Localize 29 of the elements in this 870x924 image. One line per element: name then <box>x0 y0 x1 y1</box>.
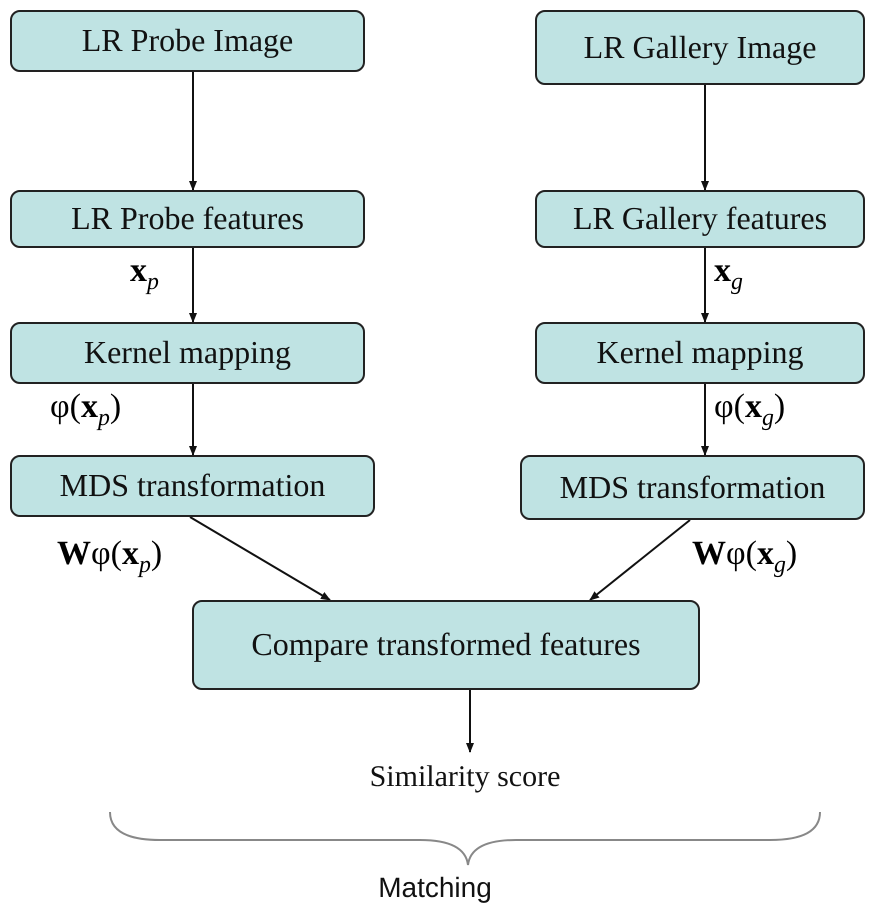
arrow <box>701 248 709 323</box>
process-box <box>10 322 365 384</box>
box-label: Compare transformed features <box>251 627 641 663</box>
box-label: Kernel mapping <box>84 335 292 371</box>
process-box <box>535 322 865 384</box>
arrow <box>189 248 197 323</box>
box-label: LR Probe Image <box>82 23 294 59</box>
arrow <box>189 516 331 601</box>
arrow <box>589 519 691 601</box>
box-label: LR Probe features <box>71 201 304 237</box>
process-box <box>10 10 365 72</box>
group-label: Matching <box>377 872 493 904</box>
box-label: Kernel mapping <box>596 335 804 371</box>
box-label: MDS transformation <box>60 468 326 504</box>
arrow <box>701 85 709 191</box>
process-box <box>535 10 865 85</box>
process-box <box>10 455 375 517</box>
arrow <box>189 384 197 456</box>
arrow <box>466 690 474 753</box>
process-box <box>520 455 865 520</box>
box-label: LR Gallery features <box>572 201 828 237</box>
process-box <box>192 600 700 690</box>
process-box <box>535 190 865 248</box>
box-label: LR Gallery Image <box>584 30 816 66</box>
box-label: MDS transformation <box>560 470 826 506</box>
result-text: Similarity score <box>370 760 560 792</box>
arrow <box>701 384 709 456</box>
arrow <box>189 72 197 191</box>
process-box <box>10 190 365 248</box>
